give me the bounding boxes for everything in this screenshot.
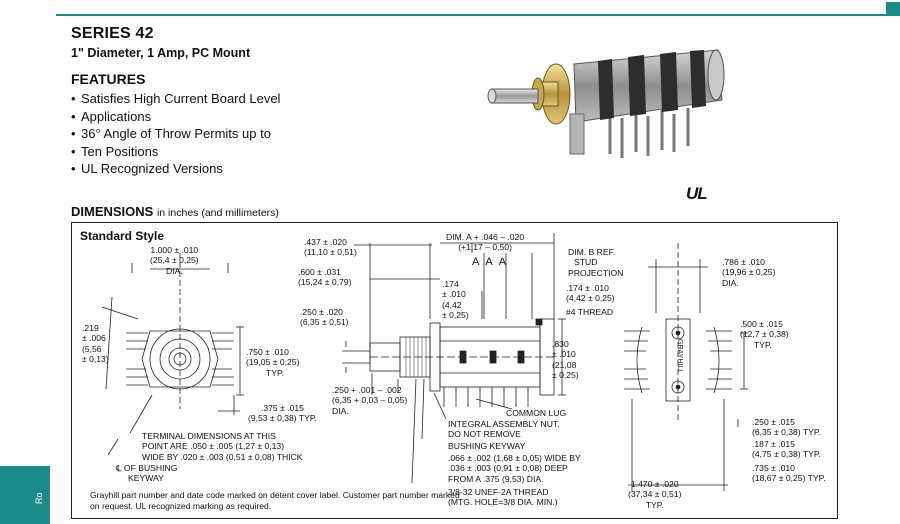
dimensions-heading: DIMENSIONS in inches (and millimeters) bbox=[71, 204, 279, 219]
dimension-drawing bbox=[101, 233, 748, 491]
dim-375: .375 ± .015(9,53 ± 0,38) TYP. bbox=[248, 403, 317, 424]
header-rule bbox=[56, 14, 900, 16]
dim-600: .600 ± .031(15,24 ± 0,79) bbox=[298, 267, 352, 288]
product-photo bbox=[487, 49, 725, 158]
grayhill-label: GRAYHILL bbox=[676, 339, 683, 374]
standard-style-label: Standard Style bbox=[80, 229, 165, 243]
dim-174-right: .174 ± .010(4,42 ± 0,25) bbox=[566, 283, 615, 304]
dim-219: .219± .006(5,56± 0,13) bbox=[82, 323, 109, 364]
series-subtitle: 1" Diameter, 1 Amp, PC Mount bbox=[71, 46, 251, 60]
dim-500: .500 ± .015(12,7 ± 0,38)TYP. bbox=[740, 319, 789, 350]
dim-174-left: .174± .010(4,42± 0,25) bbox=[442, 279, 469, 320]
wafer-bands bbox=[598, 50, 706, 120]
dim-250-shaft: .250 + .001 – .002(6,35 + 0,03 – 0,05)DI… bbox=[332, 385, 408, 416]
dim-1000-dia: 1.000 ± .010(25,4 ± 0,25)DIA. bbox=[150, 245, 199, 276]
dim-187: .187 ± .015(4,75 ± 0,38) TYP. bbox=[752, 439, 821, 460]
feature-item: 36° Angle of Throw Permits up to bbox=[71, 125, 280, 143]
thread-4-label: #4 THREAD bbox=[566, 307, 614, 317]
marking-footnote: Grayhill part number and date code marke… bbox=[90, 490, 460, 511]
rear-terminals bbox=[624, 330, 732, 390]
front-terminals bbox=[126, 332, 234, 386]
common-lug-label: COMMON LUG bbox=[506, 408, 567, 418]
dim-250-terminal: .250 ± .015(6,35 ± 0,38) TYP. bbox=[752, 417, 821, 438]
dim-1470: 1.470 ± .020(37,34 ± 0,51)TYP. bbox=[628, 479, 682, 510]
a-markers: AAA bbox=[472, 256, 513, 268]
corner-mark bbox=[886, 2, 900, 14]
feature-item-continuation: Ten Positions bbox=[71, 143, 280, 161]
dim-437: .437 ± .020(11,10 ± 0,51) bbox=[304, 237, 357, 258]
keyway-dims-note: .066 ± .002 (1,68 ± 0,05) WIDE BY.036 ± … bbox=[448, 453, 581, 484]
features-heading: FEATURES bbox=[71, 71, 146, 87]
front-view bbox=[101, 253, 244, 456]
integral-nut-note: INTEGRAL ASSEMBLY NUT,DO NOT REMOVE bbox=[448, 419, 560, 440]
feature-item: UL Recognized Versions bbox=[71, 160, 280, 178]
dim-750: .750 ± .010(19,05 ± 0,25)TYP. bbox=[246, 347, 300, 378]
features-list: Satisfies High Current Board Level Appli… bbox=[71, 90, 280, 178]
feature-item-continuation: Applications bbox=[71, 108, 280, 126]
side-view bbox=[342, 233, 566, 484]
thread-3832-note: 3/8-32 UNEF-2A THREAD(MTG. HOLE=3/8 DIA.… bbox=[448, 487, 558, 508]
side-terminals bbox=[443, 387, 529, 407]
switch-pins bbox=[608, 108, 690, 158]
dim-735: .735 ± .010(18,67 ± 0,25) TYP. bbox=[752, 463, 826, 484]
dimension-drawing-panel: Standard Style bbox=[71, 222, 838, 519]
side-tab: Ro bbox=[0, 466, 50, 524]
series-title: SERIES 42 bbox=[71, 25, 154, 42]
bushing-keyway-label: BUSHING KEYWAY bbox=[448, 441, 526, 451]
dim-a: DIM. A + .046 – .020(+1,17 – 0,50) bbox=[446, 232, 525, 253]
feature-item: Satisfies High Current Board Level bbox=[71, 90, 280, 108]
dim-786-dia: .786 ± .010(19,96 ± 0,25)DIA. bbox=[722, 257, 776, 288]
dim-830: .830± .010(21,08± 0,25) bbox=[552, 339, 579, 380]
dim-250-bushing: .250 ± .020(6,35 ± 0,51) bbox=[300, 307, 349, 328]
ul-recognized-logo: UL bbox=[686, 184, 708, 203]
rear-view bbox=[624, 243, 748, 491]
